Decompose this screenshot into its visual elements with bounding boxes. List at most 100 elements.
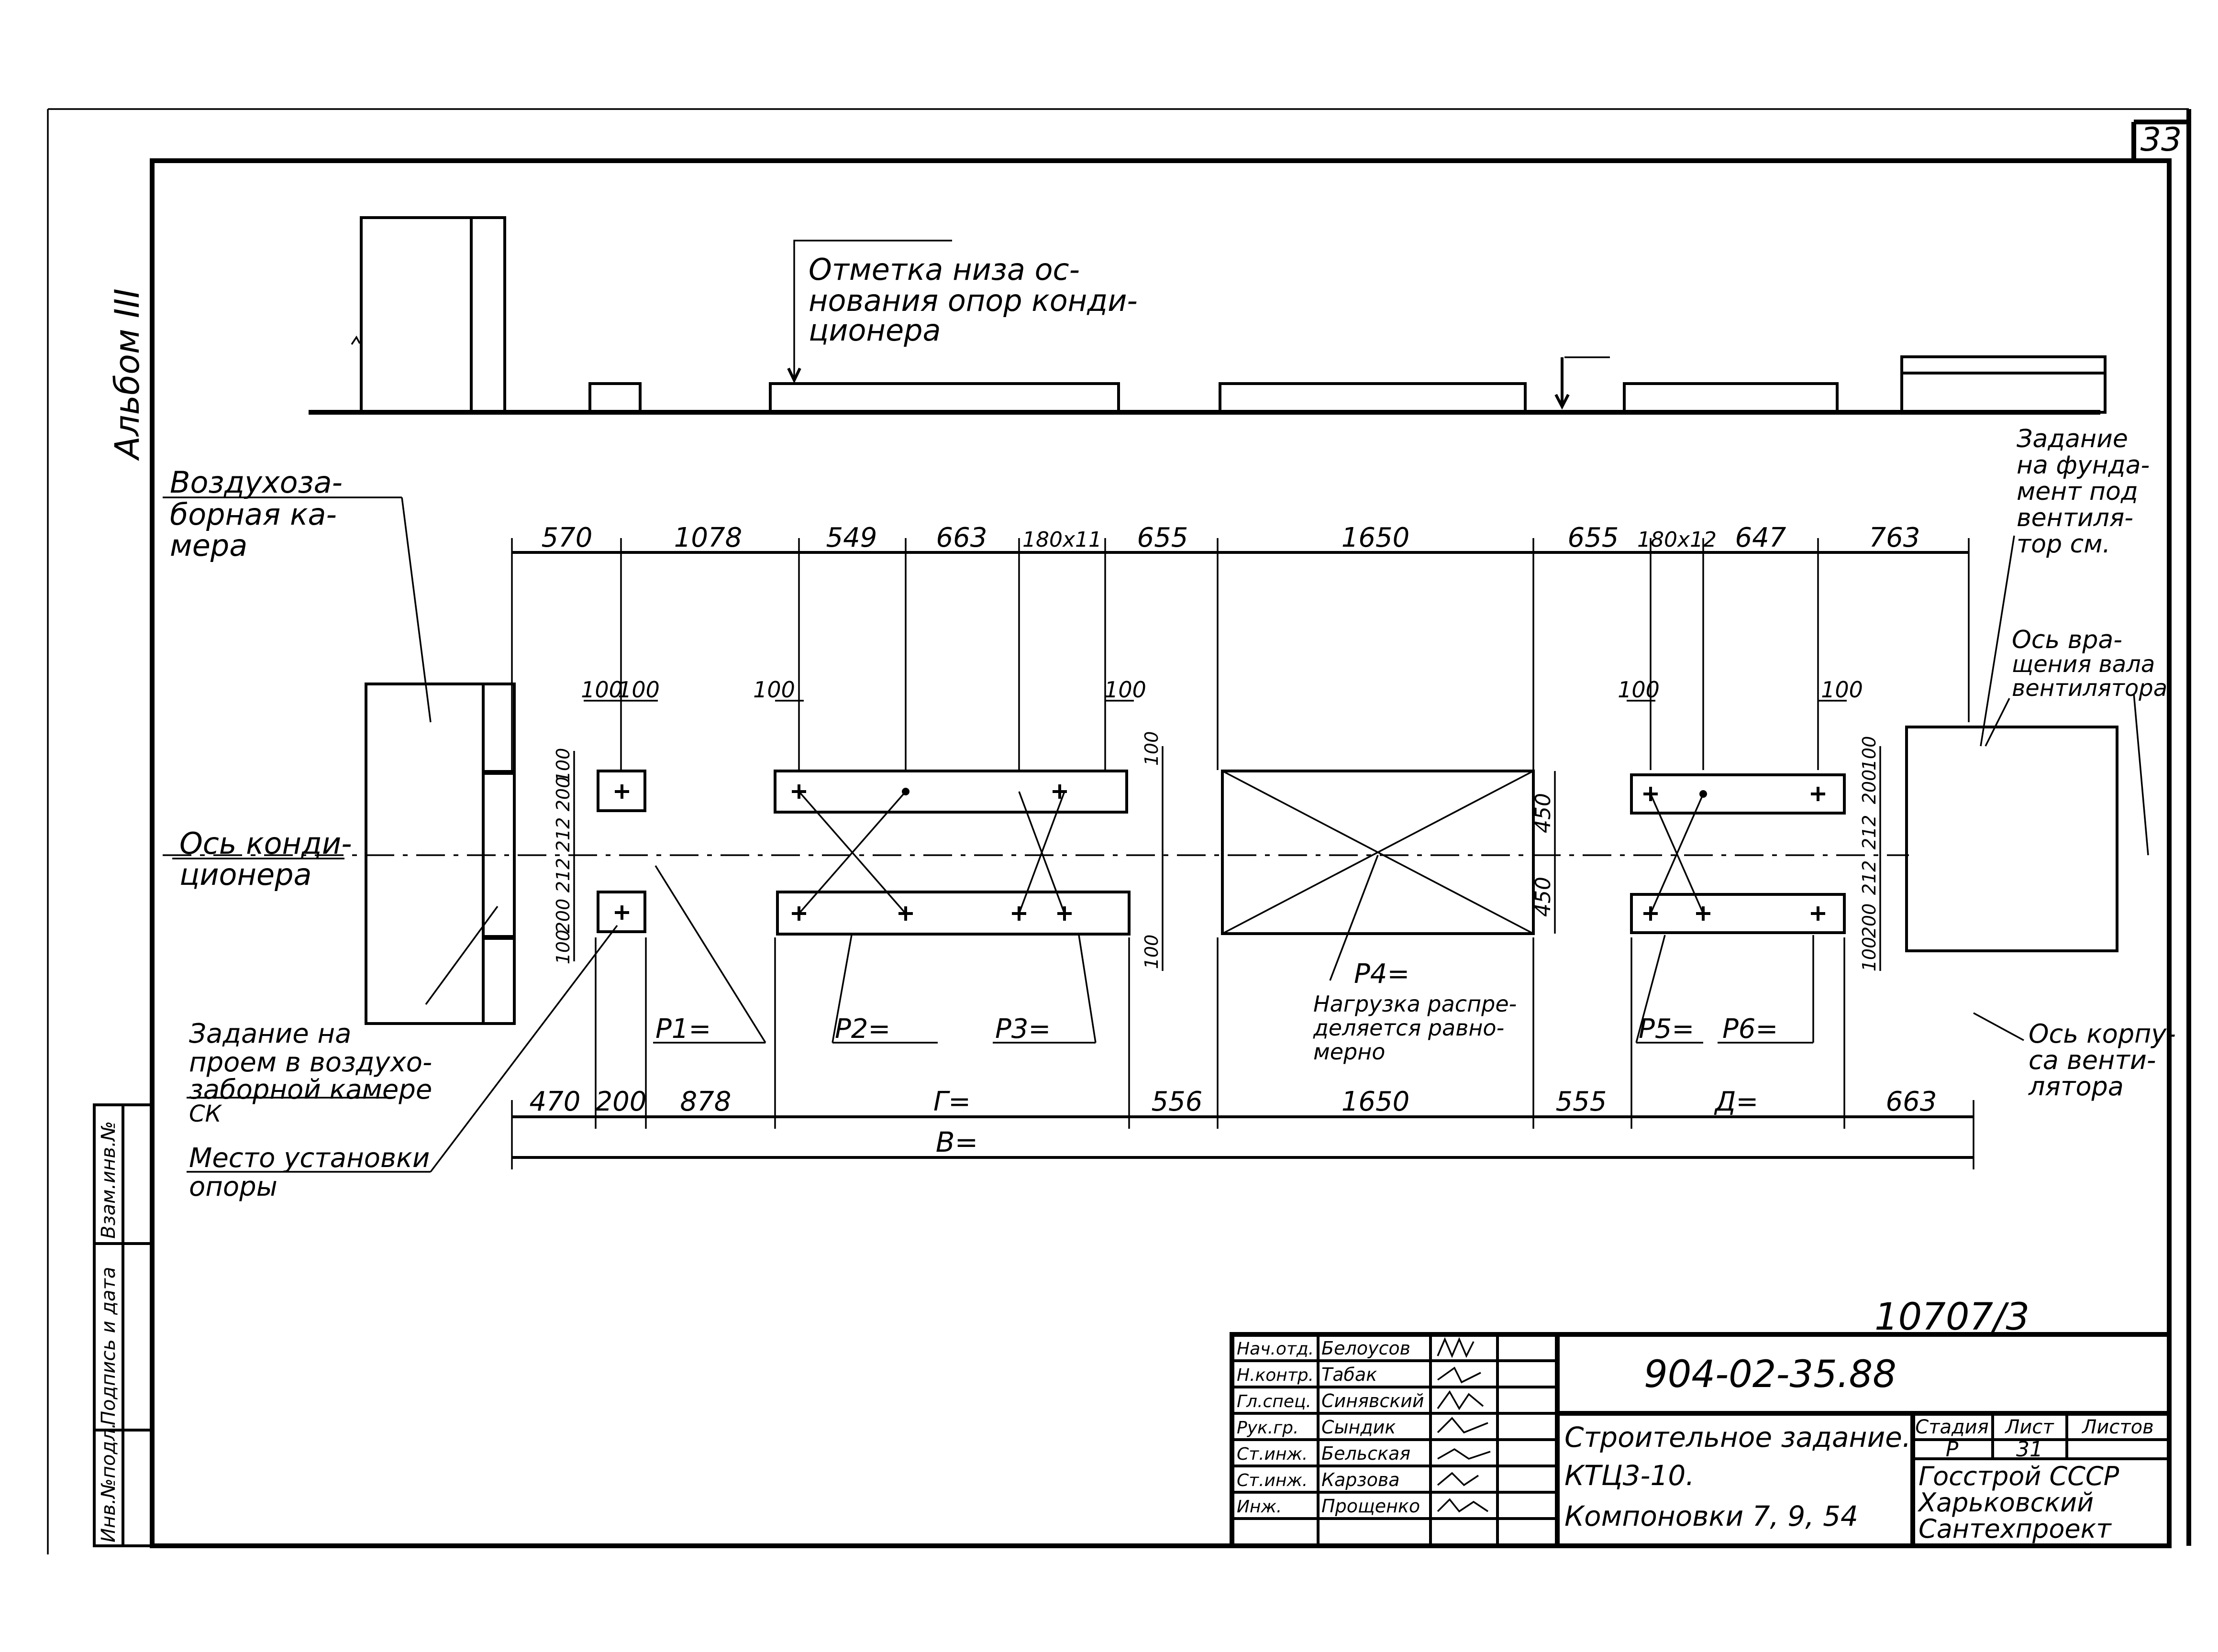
side-stamp: Инв.№подл. Подпись и дата Взам.инв.№	[93, 1103, 154, 1547]
axis-note-2: ционера	[179, 857, 311, 892]
load-p1: P1=	[655, 1013, 711, 1045]
opening-note-2: проем в воздухо-	[189, 1047, 432, 1078]
load-p6: P6=	[1722, 1013, 1778, 1045]
elevation-note: Отметка низа ос- нования опор конди- цио…	[809, 252, 1138, 348]
sheet-number: 33	[2140, 121, 2182, 159]
role-2: Н.контр.	[1237, 1366, 1314, 1385]
role-5: Ст.инж.	[1237, 1444, 1308, 1464]
dim-v-200-b: 200	[553, 899, 574, 934]
intake-note-1: Воздухоза-	[170, 465, 343, 500]
role-4: Рук.гр.	[1237, 1418, 1298, 1438]
dim-100-e: 100	[1618, 677, 1660, 703]
dim-bot-g: Г=	[933, 1086, 971, 1117]
foundation-note-3: мент под	[2017, 477, 2138, 506]
dim-top-1650: 1650	[1342, 522, 1410, 553]
elev-note-3: ционера	[809, 313, 941, 348]
stamp-title-3: Компоновки 7, 9, 54	[1564, 1500, 1858, 1532]
intake-note-3: мера	[170, 528, 247, 563]
foundation-note-1: Задание	[2017, 425, 2128, 453]
foundation-note-4: вентиля-	[2017, 504, 2133, 532]
load-p4-note-1: Нагрузка распре-	[1313, 991, 1517, 1017]
stamp-org-2: Харьковский	[1917, 1487, 2094, 1518]
dim-v-100-a: 100	[553, 748, 574, 783]
shaft-note-2: щения вала	[2012, 651, 2155, 678]
dim-100-f: 100	[1821, 677, 1863, 703]
name-2: Табак	[1321, 1364, 1377, 1385]
dim-top-763: 763	[1869, 522, 1920, 553]
dim-v-212-a: 212	[553, 817, 574, 852]
dim-v-450-a: 450	[1531, 793, 1555, 833]
dim-100-d: 100	[1104, 677, 1146, 703]
dim-v-200-d: 200	[1859, 903, 1880, 938]
stamp-title-1: Строительное задание.	[1564, 1421, 1911, 1454]
dim-bot-1650: 1650	[1342, 1086, 1410, 1117]
dim-bot-555: 555	[1556, 1086, 1607, 1117]
dim-bot-d: Д=	[1714, 1086, 1759, 1117]
dim-v-212-c: 212	[1859, 815, 1880, 850]
top-dimension-chain: 570 1078 549 663 180x11 655 1650 655 180…	[511, 522, 1970, 770]
role-1: Нач.отд.	[1237, 1339, 1314, 1359]
shaft-note-1: Ось вра-	[2012, 626, 2122, 654]
housing-note-3: лятора	[2028, 1071, 2124, 1101]
housing-note-2: са венти-	[2029, 1045, 2156, 1075]
title-block: 904-02-35.88 Строительное задание. КТЦ3-…	[1230, 1332, 2172, 1548]
load-p2: P2=	[835, 1013, 890, 1045]
name-4: Сындик	[1321, 1417, 1396, 1438]
name-7: Прощенко	[1321, 1496, 1420, 1517]
housing-note-1: Ось корпу-	[2029, 1019, 2176, 1049]
album-label: Альбом III	[108, 288, 147, 461]
elevation-view	[309, 216, 2107, 415]
left-notes: Воздухоза- борная ка- мера Ось конди- ци…	[163, 465, 618, 1202]
dim-top-570: 570	[542, 522, 593, 553]
dim-v-100-c: 100	[1141, 731, 1162, 766]
dim-overall-b: В=	[936, 1126, 978, 1158]
small-dimensions: 100 100 100 100 100 100 100 200 212 212 …	[553, 677, 1881, 971]
dim-v-212-b: 212	[553, 858, 574, 893]
stamp-stage-label: Стадия	[1915, 1416, 1988, 1438]
name-3: Синявский	[1321, 1390, 1424, 1411]
foundation-note-2: на фунда-	[2017, 451, 2150, 480]
support-note-2: опоры	[189, 1171, 277, 1202]
stamp-stage: Р	[1946, 1437, 1959, 1462]
load-p4-note-2: деляется равно-	[1313, 1015, 1504, 1041]
opening-note-1: Задание на	[189, 1018, 351, 1049]
dim-v-100-d: 100	[1141, 935, 1162, 969]
stamp-title-2: КТЦ3-10.	[1564, 1459, 1695, 1492]
shaft-note-3: вентилятора	[2012, 675, 2167, 702]
dim-bot-556: 556	[1152, 1086, 1203, 1117]
load-labels: P1= P2= P3= P5= P6= P4= Нагрузка распре-…	[653, 855, 1814, 1065]
name-1: Белоусов	[1321, 1338, 1410, 1359]
load-p3: P3=	[995, 1013, 1051, 1045]
dim-v-200-a: 200	[553, 777, 574, 812]
side-stamp-inv: Инв.№подл.	[98, 1422, 120, 1542]
opening-note-4: СК	[189, 1101, 222, 1127]
dim-top-647: 647	[1735, 522, 1786, 553]
signatures	[1437, 1337, 1491, 1513]
support-note-1: Место установки	[189, 1143, 430, 1174]
side-stamp-replace: Взам.инв.№	[98, 1121, 120, 1239]
dim-bot-200: 200	[596, 1086, 647, 1117]
load-p4-note-3: мерно	[1313, 1039, 1385, 1065]
dim-100-a: 100	[581, 677, 623, 703]
stamp-code: 904-02-35.88	[1644, 1353, 1896, 1396]
dim-v-200-c: 200	[1859, 770, 1880, 804]
dim-100-b: 100	[618, 677, 660, 703]
elev-note-2: нования опор конди-	[809, 283, 1138, 318]
bottom-dimension-chain: 470 200 878 Г= 556 1650 555 Д= 663 В=	[511, 937, 1974, 1169]
dim-v-100-e: 100	[1859, 736, 1880, 771]
dim-top-549: 549	[826, 522, 877, 553]
plan-view	[163, 683, 2118, 1025]
doc-number: 10707/3	[1874, 1296, 2029, 1339]
foundation-note-5: тор см.	[2017, 530, 2110, 559]
dim-top-180x12: 180x12	[1637, 528, 1717, 552]
dim-top-655b: 655	[1568, 522, 1619, 553]
dim-v-100-b: 100	[553, 930, 574, 965]
role-7: Инж.	[1237, 1497, 1282, 1517]
side-stamp-sign: Подпись и дата	[98, 1267, 120, 1425]
stamp-org-1: Госстрой СССР	[1919, 1461, 2119, 1491]
elev-note-1: Отметка низа ос-	[809, 252, 1080, 287]
stamp-sheets-label: Листов	[2081, 1416, 2153, 1438]
role-3: Гл.спец.	[1237, 1392, 1311, 1411]
opening-note-3: заборной камере	[189, 1074, 432, 1105]
